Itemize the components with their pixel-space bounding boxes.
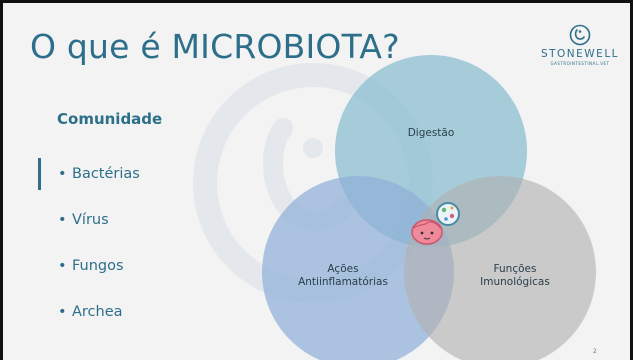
venn-label-right: Funções Imunológicas bbox=[460, 263, 570, 289]
section-subhead: Comunidade bbox=[57, 110, 163, 128]
list-item: •Fungos bbox=[58, 258, 124, 274]
page-title: O que é MICROBIOTA? bbox=[30, 27, 400, 66]
bullet-list: •Bactérias •Vírus •Fungos •Archea bbox=[58, 164, 140, 348]
logo: STONEWELL GASTROINTESTINAL.VET bbox=[538, 24, 622, 66]
slide-border-top bbox=[0, 0, 633, 3]
list-item: •Vírus bbox=[58, 212, 109, 228]
intestine-icon bbox=[411, 219, 443, 245]
venn-label-left-line2: Antiinflamatórias bbox=[298, 276, 388, 288]
slide-border-right bbox=[630, 0, 633, 360]
bullet-text: Vírus bbox=[72, 212, 109, 228]
venn-label-right-line1: Funções bbox=[493, 263, 537, 275]
venn-label-left: Ações Antiinflamatórias bbox=[268, 263, 418, 289]
slide-border-left bbox=[0, 0, 3, 360]
venn-label-top: Digestão bbox=[407, 127, 455, 139]
page-number: 2 bbox=[593, 348, 597, 355]
stonewell-logo-icon bbox=[569, 24, 591, 46]
venn-label-left-line1: Ações bbox=[327, 263, 359, 275]
logo-subtitle: GASTROINTESTINAL.VET bbox=[550, 61, 610, 66]
logo-name: STONEWELL bbox=[540, 48, 620, 60]
petri-dish-icon bbox=[436, 202, 460, 226]
list-item: •Bactérias bbox=[58, 166, 140, 182]
bullet-text: Archea bbox=[72, 304, 123, 320]
side-accent-bar bbox=[38, 158, 41, 190]
bullet-text: Fungos bbox=[72, 258, 124, 274]
venn-circle-left bbox=[262, 176, 454, 360]
list-item: •Archea bbox=[58, 304, 123, 320]
bullet-text: Bactérias bbox=[72, 166, 140, 182]
venn-label-right-line2: Imunológicas bbox=[480, 276, 550, 288]
